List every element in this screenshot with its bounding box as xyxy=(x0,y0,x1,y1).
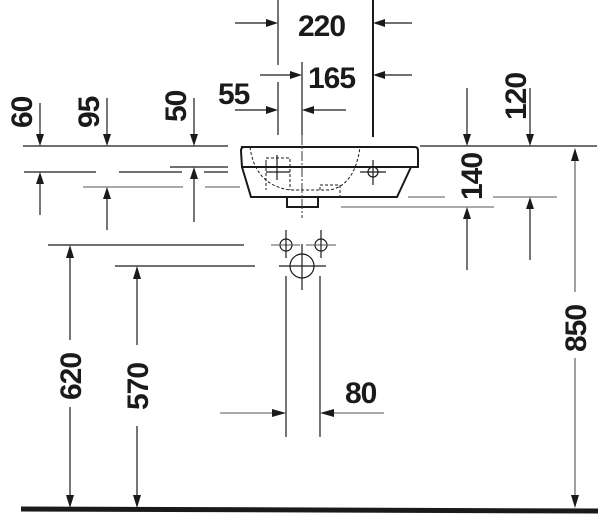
washbasin xyxy=(239,135,597,218)
dimension-620: 620 xyxy=(55,245,88,508)
connection-points xyxy=(271,230,336,437)
dim-label-60: 60 xyxy=(6,96,39,128)
dimension-60: 60 xyxy=(6,96,96,215)
dim-label-140: 140 xyxy=(456,153,489,200)
dim-label-165: 165 xyxy=(308,62,355,95)
dim-label-570: 570 xyxy=(122,363,155,410)
dim-label-55: 55 xyxy=(218,78,250,111)
dimension-570: 570 xyxy=(122,266,155,508)
dimension-165: 165 xyxy=(260,62,412,135)
dim-label-220: 220 xyxy=(298,10,345,43)
dim-label-850: 850 xyxy=(560,305,593,352)
floor-line xyxy=(20,506,599,514)
dimension-850: 850 xyxy=(560,148,593,508)
dim-label-95: 95 xyxy=(73,96,106,128)
dimension-95: 95 xyxy=(73,96,240,230)
dim-label-120: 120 xyxy=(500,73,533,120)
dimension-140: 140 xyxy=(456,88,489,270)
dim-label-620: 620 xyxy=(55,353,88,400)
dimension-220: 220 xyxy=(235,0,412,137)
dimension-50: 50 xyxy=(119,90,228,222)
dimension-55: 55 xyxy=(218,78,346,135)
dimension-120: 120 xyxy=(500,73,534,260)
dim-label-80: 80 xyxy=(345,377,377,410)
dim-label-50: 50 xyxy=(160,90,193,122)
dimension-80: 80 xyxy=(220,377,384,417)
